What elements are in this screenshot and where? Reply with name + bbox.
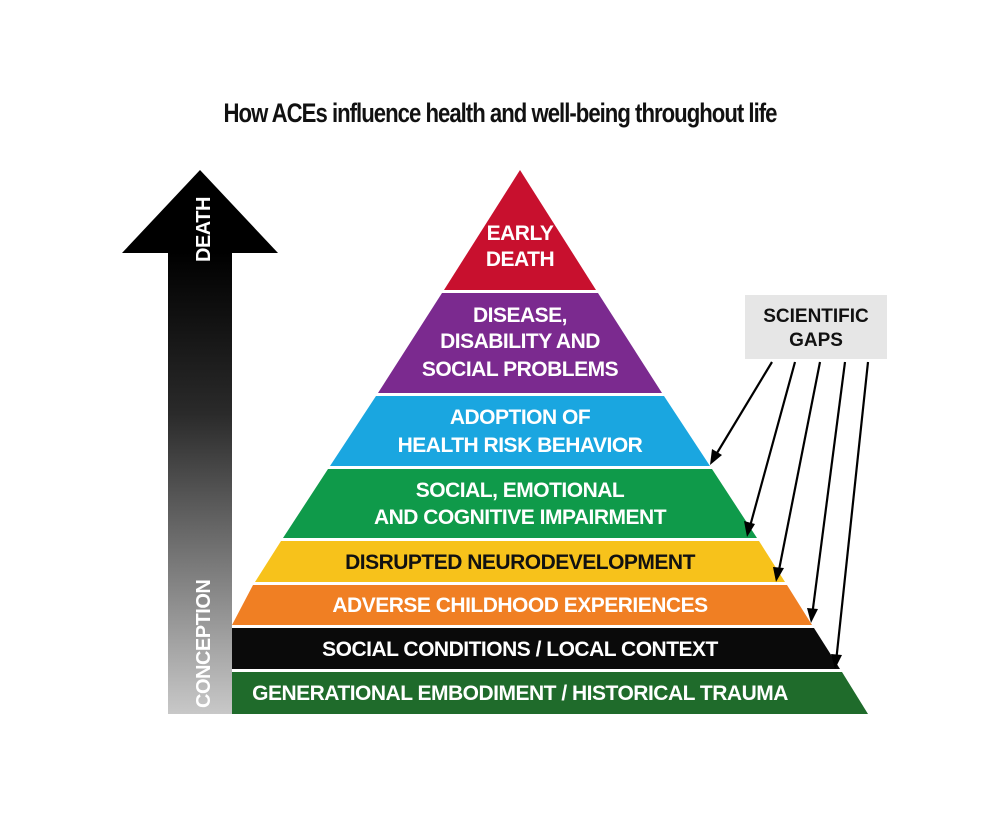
life-course-arrow: DEATH CONCEPTION <box>122 170 278 714</box>
tier-label: GENERATIONAL EMBODIMENT / HISTORICAL TRA… <box>252 682 788 705</box>
tier-health-risk: ADOPTION OF HEALTH RISK BEHAVIOR <box>330 396 710 466</box>
gap-arrowhead <box>744 521 755 537</box>
tier-band <box>330 396 710 466</box>
tier-band <box>232 628 840 669</box>
tier-neurodevelopment: DISRUPTED NEURODEVELOPMENT <box>255 541 785 582</box>
tier-early-death: EARLY DEATH <box>444 170 596 290</box>
gap-arrow-line <box>713 361 773 459</box>
tier-generational: GENERATIONAL EMBODIMENT / HISTORICAL TRA… <box>232 672 868 714</box>
tier-band <box>232 672 868 714</box>
tier-band <box>283 469 757 538</box>
gaps-label-line1: SCIENTIFIC <box>763 306 869 327</box>
gap-arrowhead <box>710 449 722 465</box>
gap-arrowhead <box>807 608 818 623</box>
tier-label: DEATH <box>486 248 554 271</box>
tier-band <box>232 585 812 625</box>
arrow-head <box>122 170 278 253</box>
gap-arrow-line <box>776 361 822 576</box>
gap-arrowhead <box>831 654 842 669</box>
conception-label: CONCEPTION <box>193 580 215 708</box>
tier-band <box>255 541 785 582</box>
tier-label: AND COGNITIVE IMPAIRMENT <box>374 506 667 529</box>
tier-label: DISRUPTED NEURODEVELOPMENT <box>345 551 696 574</box>
tier-label: ADOPTION OF <box>450 406 591 429</box>
arrow-shaft <box>168 252 232 714</box>
tier-label: EARLY <box>487 222 554 245</box>
tier-label: ADVERSE CHILDHOOD EXPERIENCES <box>332 594 708 617</box>
tier-label: SOCIAL PROBLEMS <box>422 358 619 381</box>
gap-arrow-line <box>810 361 847 617</box>
gap-arrow-line <box>834 361 870 663</box>
tier-disease: DISEASE, DISABILITY AND SOCIAL PROBLEMS <box>378 293 662 393</box>
tier-label: SOCIAL CONDITIONS / LOCAL CONTEXT <box>322 638 718 661</box>
tier-band <box>444 170 596 290</box>
tier-social-conditions: SOCIAL CONDITIONS / LOCAL CONTEXT <box>232 628 840 669</box>
tier-band <box>378 293 662 393</box>
tier-label: SOCIAL, EMOTIONAL <box>416 479 625 502</box>
tier-label: HEALTH RISK BEHAVIOR <box>398 434 643 457</box>
tier-aces: ADVERSE CHILDHOOD EXPERIENCES <box>232 585 812 625</box>
gaps-box <box>745 295 887 359</box>
scientific-gaps-callout: SCIENTIFIC GAPS <box>710 295 887 669</box>
gap-arrowhead <box>773 567 784 582</box>
diagram-title: How ACEs influence health and well-being… <box>223 98 778 128</box>
gap-arrow-line <box>747 361 797 531</box>
gaps-label-line2: GAPS <box>789 330 843 351</box>
tier-label: DISABILITY AND <box>440 330 600 353</box>
tier-impairment: SOCIAL, EMOTIONAL AND COGNITIVE IMPAIRME… <box>283 469 757 538</box>
death-label: DEATH <box>193 197 215 262</box>
pyramid: EARLY DEATH DISEASE, DISABILITY AND SOCI… <box>232 170 868 714</box>
tier-label: DISEASE, <box>473 304 567 327</box>
